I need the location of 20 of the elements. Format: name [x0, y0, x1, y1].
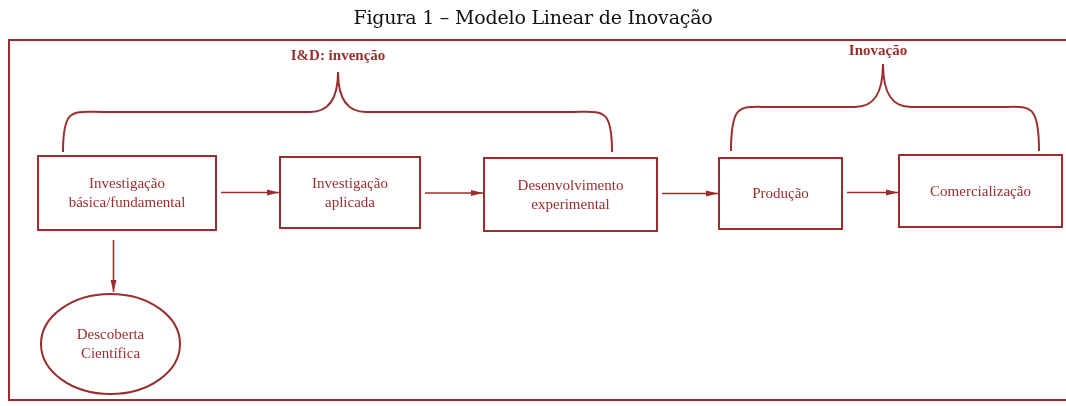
node-text: Descoberta Científica	[75, 325, 146, 363]
node-text: Investigação básica/fundamental	[67, 174, 187, 212]
arrow	[110, 239, 117, 293]
node-text: Investigação aplicada	[311, 173, 389, 212]
bracket-label: Inovação	[848, 42, 908, 59]
process-box	[483, 157, 658, 232]
node-text: Produção	[752, 184, 809, 203]
process-box	[718, 157, 843, 230]
process-box	[898, 154, 1063, 228]
arrow	[424, 190, 484, 196]
arrow	[846, 189, 899, 196]
arrow	[661, 190, 719, 197]
node-text: Comercialização	[930, 181, 1031, 201]
ellipse-node	[40, 293, 181, 395]
process-box	[279, 156, 421, 229]
figure-title: Figura 1 – Modelo Linear de Inovação	[353, 6, 713, 28]
node-text: Desenvolvimento experimental	[516, 175, 625, 214]
bracket-label: I&D: invenção	[290, 47, 386, 64]
process-box	[37, 155, 217, 231]
arrow	[220, 189, 280, 196]
